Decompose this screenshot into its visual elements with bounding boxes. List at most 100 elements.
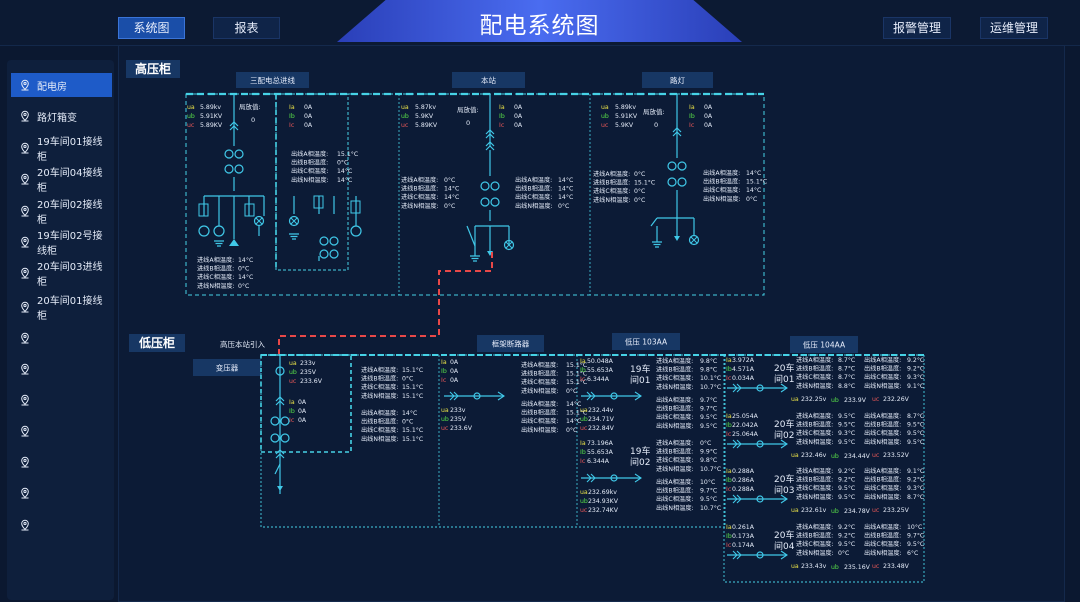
fault-label: 局放值:	[643, 107, 665, 116]
sidebar-item-0[interactable]: 配电房	[11, 73, 112, 97]
sidebar-item-8[interactable]	[11, 326, 112, 350]
breaker-chevron	[485, 141, 495, 151]
p2-Ia-label: Ia	[499, 104, 505, 111]
tr2-temp-value: 15.1°C	[402, 435, 423, 443]
c1031-Ib-label: Ib	[580, 449, 586, 456]
p3-Ia-label: Ia	[689, 104, 695, 111]
nav-alarm-management[interactable]: 报警管理	[883, 17, 951, 39]
sidebar-item-7[interactable]: 20车间01接线柜	[11, 295, 112, 322]
sidebar-item-1[interactable]: 路灯箱变	[11, 104, 112, 128]
sidebar-item-label: 19车间02号接线柜	[37, 231, 103, 257]
ct-symbol	[224, 149, 234, 159]
c1041b-temp-label: 出线A相温度:	[864, 412, 901, 420]
c1040a-temp-label: 进线A相温度:	[796, 356, 833, 364]
sidebar-item-label: 配电房	[37, 81, 67, 93]
panel-title-station	[452, 72, 525, 88]
pt-symbol	[350, 225, 362, 237]
sidebar-item-11[interactable]	[11, 419, 112, 443]
uc-value: 233.25V	[883, 507, 910, 514]
feeder-chevron	[586, 473, 596, 483]
c1030-ub-value: 234.71V	[588, 416, 615, 423]
location-icon	[21, 79, 29, 91]
p3-uc-value: 5.9KV	[615, 122, 634, 129]
fr-Ib-value: 0A	[450, 368, 459, 375]
c1031-Ic-label: Ic	[580, 458, 586, 465]
c1040a-temp-value: 8.7°C	[838, 365, 855, 373]
tr1-temp-value: 0°C	[402, 375, 413, 383]
sidebar-item-9[interactable]	[11, 357, 112, 381]
c1043-Ib-value: 0.173A	[732, 533, 755, 540]
sidebar-item-14[interactable]	[11, 513, 112, 537]
p2R-temp-value: 0°C	[558, 202, 569, 210]
ua-label: ua	[791, 452, 799, 459]
c1040a-temp-label: 进线N相温度:	[796, 382, 834, 390]
nav-system-diagram[interactable]: 系统图	[118, 17, 185, 39]
fr2-temp-value: 14°C	[566, 400, 581, 408]
p2R-temp-value: 14°C	[558, 185, 573, 193]
c1043b-temp-value: 9.7°C	[907, 532, 924, 540]
c1041a-temp-value: 9.5°C	[838, 438, 855, 446]
frame-breaker-label	[477, 335, 544, 352]
sidebar-item-6[interactable]: 20车间03进线柜	[11, 261, 112, 288]
c1041-Ib-value: 22.042A	[732, 422, 759, 429]
p3-ua-label: ua	[601, 104, 609, 111]
sidebar-item-5[interactable]: 19车间02号接线柜	[11, 230, 112, 257]
nav-maintenance-management[interactable]: 运维管理	[980, 17, 1048, 39]
location-icon	[21, 110, 29, 122]
feeder-ct	[756, 440, 764, 448]
c1043a-temp-label: 进线N相温度:	[796, 549, 834, 557]
p1-temp-label: 出线B相温度:	[291, 159, 328, 167]
p2L-temp-value: 0°C	[444, 176, 455, 184]
c1030a-temp-value: 10.1°C	[700, 374, 721, 382]
ua-label: ua	[791, 563, 799, 570]
p3R-temp-value: 14°C	[746, 169, 761, 177]
c1030a-temp-label: 进线C相温度:	[656, 374, 693, 382]
sidebar-item-12[interactable]	[11, 450, 112, 474]
switch-blade	[650, 217, 658, 227]
tr-Ib-label: Ib	[289, 408, 295, 415]
fr1-temp-label: 进线C相温度:	[521, 378, 558, 386]
uc-label: uc	[872, 563, 880, 570]
p1-Ic-value: 0A	[304, 122, 313, 129]
c1040a-temp-label: 进线C相温度:	[796, 373, 833, 381]
c1031-ua-label: ua	[580, 489, 588, 496]
p1-uc-value: 5.89KV	[200, 122, 223, 129]
p3-uc-label: uc	[601, 122, 609, 129]
c1041a-temp-label: 进线N相温度:	[796, 438, 834, 446]
sidebar-item-13[interactable]	[11, 481, 112, 505]
c1031b-temp-value: 9.7°C	[700, 487, 717, 495]
arrow-symbol	[674, 236, 680, 241]
c1031b-temp-label: 出线N相温度:	[656, 504, 694, 512]
sidebar-item-10[interactable]	[11, 388, 112, 412]
fuse-symbol	[198, 203, 209, 217]
sidebar-item-4[interactable]: 20车间02接线柜	[11, 199, 112, 226]
sidebar-item-3[interactable]: 20车间04接线柜	[11, 167, 112, 194]
fr-ua-label: ua	[441, 407, 449, 414]
c1041b-temp-value: 8.7°C	[907, 412, 924, 420]
panel-title-streetlight	[642, 72, 713, 88]
c1030b-temp-value: 9.5°C	[700, 413, 717, 421]
ub-label: ub	[831, 508, 839, 515]
c1041a-temp-label: 进线B相温度:	[796, 421, 833, 429]
breaker-chevron	[672, 127, 682, 137]
c1030-Ia-label: Ia	[580, 358, 586, 365]
ub-value: 234.78V	[844, 508, 871, 515]
p2-ua-value: 5.87kv	[415, 104, 436, 111]
ground-symbol	[470, 255, 480, 262]
tr-Ia-value: 0A	[298, 399, 307, 406]
p2L-temp-label: 进线B相温度:	[401, 185, 438, 193]
ct-symbol	[329, 249, 339, 259]
c1030-uc-value: 232.84V	[588, 425, 615, 432]
fr-Ic-label: Ic	[441, 377, 447, 384]
uc-value: 233.48V	[883, 563, 910, 570]
c1030b-temp-value: 9.7°C	[700, 396, 717, 404]
nav-report[interactable]: 报表	[213, 17, 280, 39]
sidebar-item-2[interactable]: 19车间01接线柜	[11, 136, 112, 163]
c1031b-temp-label: 出线B相温度:	[656, 487, 693, 495]
uc-label: uc	[872, 452, 880, 459]
tr-ub-value: 235V	[300, 369, 317, 376]
breaker-symbol	[275, 449, 285, 459]
c1041a-temp-value: 9.5°C	[838, 412, 855, 420]
